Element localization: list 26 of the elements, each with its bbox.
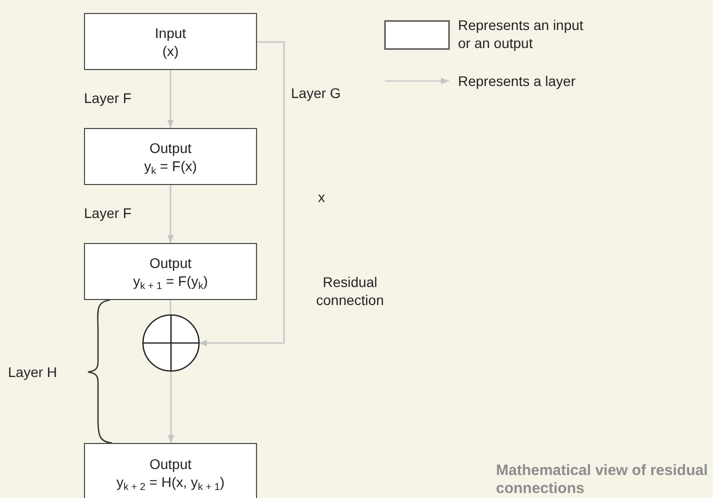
box-title: Output bbox=[149, 254, 192, 272]
formula: y$_{k + 1}$ = F(y$_{k}$) bbox=[133, 272, 208, 290]
edge-label: Layer F bbox=[84, 89, 132, 107]
output-box bbox=[84, 128, 257, 185]
arrow bbox=[167, 70, 174, 128]
output-box bbox=[84, 243, 257, 300]
box-title: Output bbox=[149, 138, 192, 156]
caption: Mathematical view of residual connections bbox=[496, 462, 709, 498]
annotation: x bbox=[318, 188, 325, 206]
sum-circle bbox=[142, 314, 200, 372]
arrow bbox=[199, 41, 285, 346]
edge-label: Layer G bbox=[291, 84, 341, 102]
annotation: Residual connection bbox=[315, 273, 385, 309]
edge-label: Layer F bbox=[84, 204, 132, 222]
bracket-label: Layer H bbox=[8, 363, 58, 381]
formula: (x) bbox=[162, 42, 179, 60]
formula: y$_{k}$ = F(x) bbox=[144, 156, 197, 174]
arrow bbox=[167, 185, 174, 243]
output-box bbox=[84, 443, 257, 498]
input-box bbox=[84, 13, 257, 70]
legend-text: Represents a layer bbox=[458, 72, 576, 90]
formula: y$_{k + 2}$ = H(x, y$_{k + 1}$) bbox=[116, 473, 225, 491]
box-title: Input bbox=[154, 24, 186, 42]
box-title: Output bbox=[149, 455, 192, 473]
arrow bbox=[168, 371, 174, 443]
legend-text: Represents an input or an output bbox=[458, 16, 584, 52]
